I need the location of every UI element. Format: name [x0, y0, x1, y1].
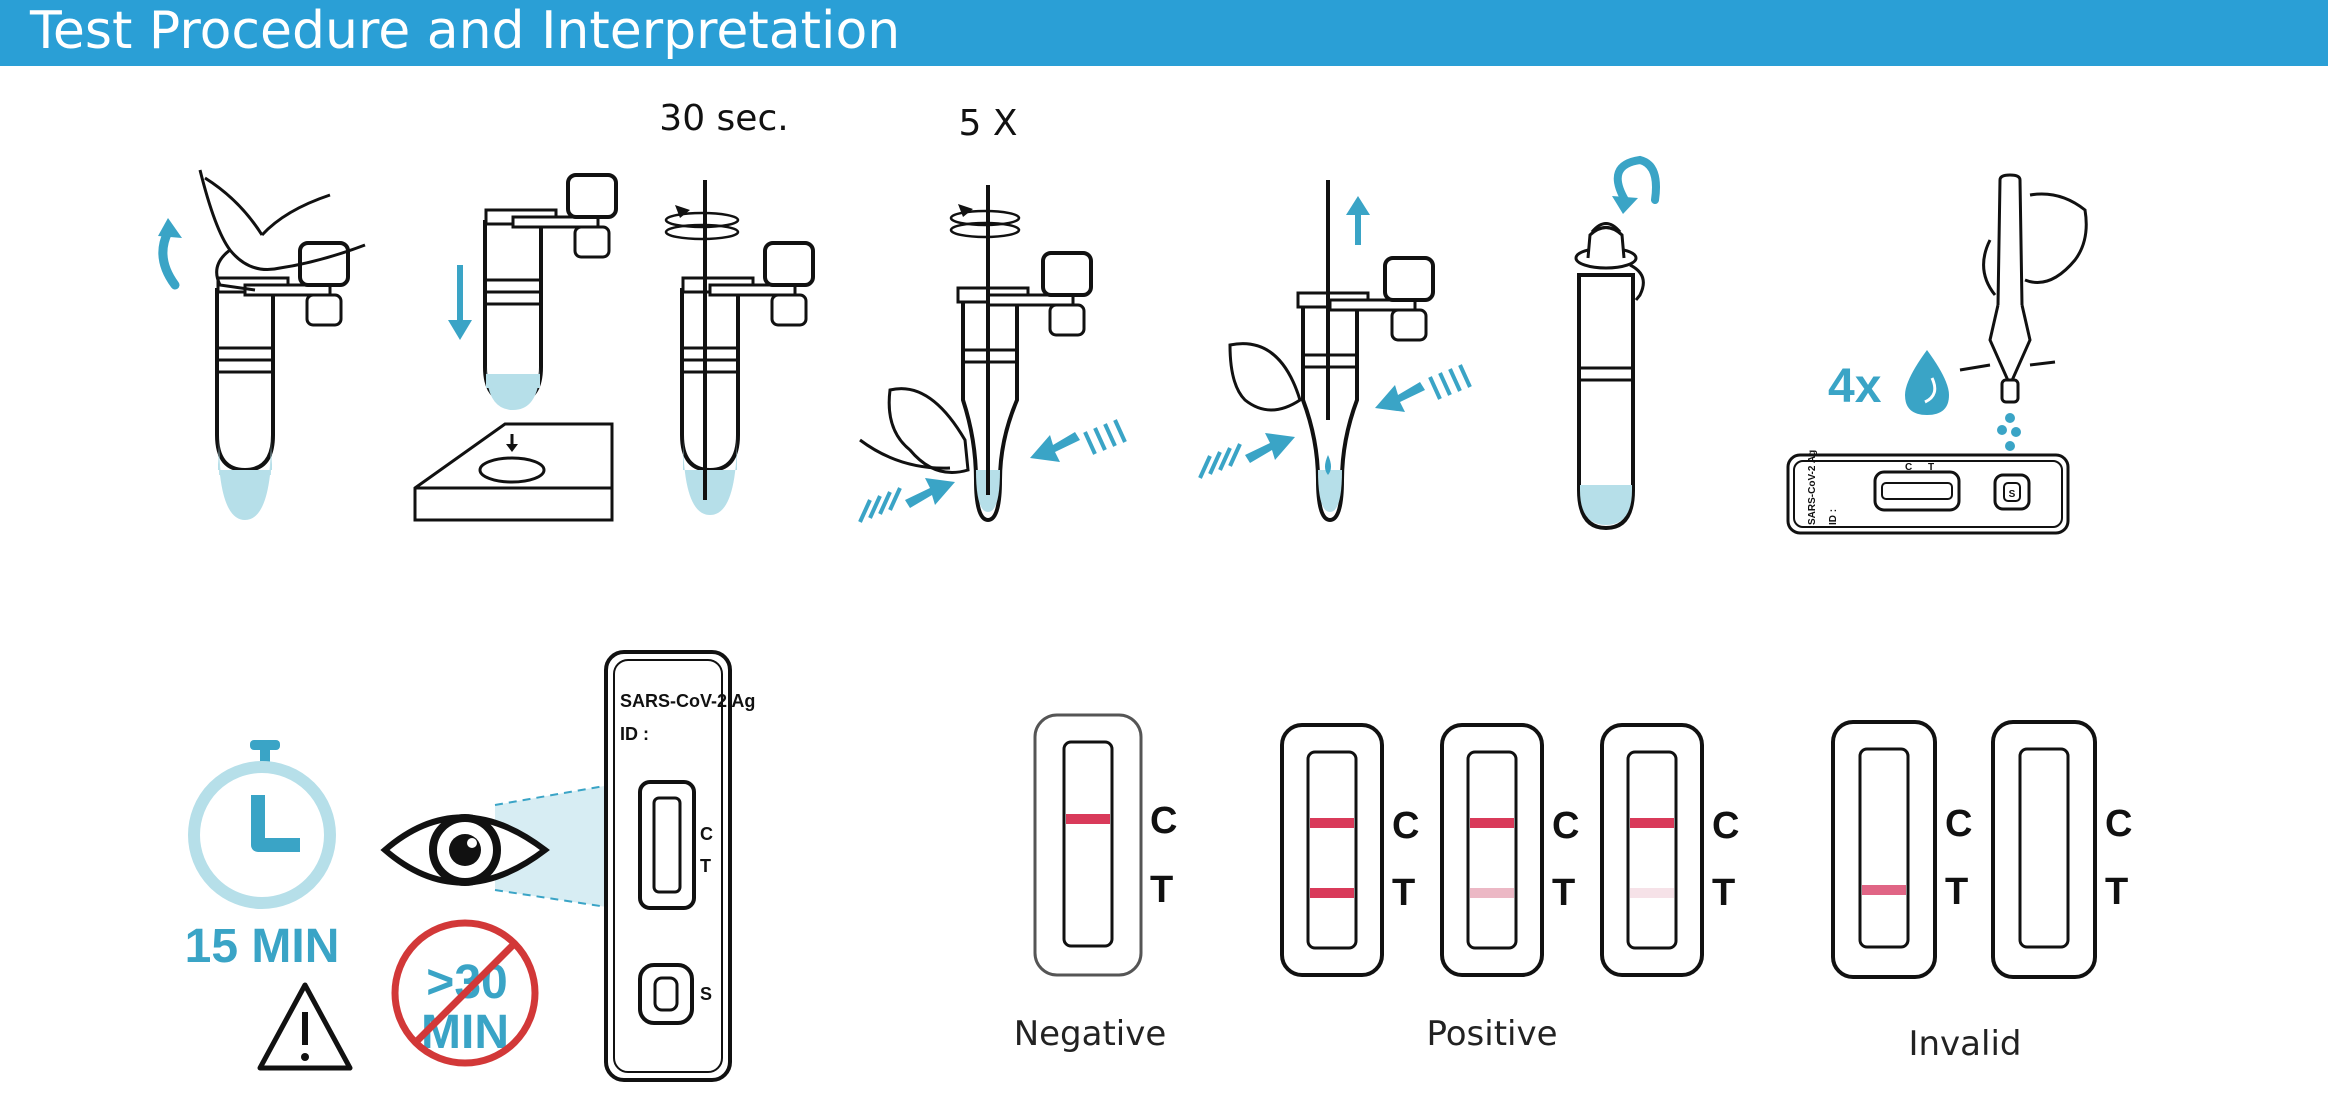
step-open-tube — [158, 169, 366, 520]
max-time-line2: MIN — [421, 1006, 509, 1059]
svg-text:C: C — [1392, 805, 1419, 847]
svg-text:T: T — [1945, 871, 1968, 913]
step-squeeze-tube — [858, 185, 1127, 523]
read-time-label: 15 MIN — [185, 920, 340, 973]
svg-text:T: T — [1150, 869, 1173, 911]
svg-text:C: C — [2105, 803, 2132, 845]
invalid-label: Invalid — [1908, 1024, 2021, 1064]
svg-text:S: S — [2009, 489, 2016, 500]
svg-text:SARS-CoV-2 Ag: SARS-CoV-2 Ag — [1807, 450, 1818, 525]
result-invalid-no-lines: C T — [1991, 720, 2132, 979]
result-positive-weak: C T — [1600, 723, 1739, 977]
step-count-label: 5 X — [958, 103, 1017, 144]
drop-icon — [1905, 350, 1949, 415]
svg-text:C: C — [700, 824, 713, 844]
svg-text:T: T — [2105, 871, 2128, 913]
drops-count-label: 4x — [1828, 360, 1882, 413]
step-remove-swab — [1198, 180, 1472, 523]
rotate-arrow-icon — [158, 227, 180, 290]
cassette-name: SARS-CoV-2 Ag — [620, 691, 755, 711]
step-stir-swab — [664, 180, 815, 515]
rotate-cap-icon — [1613, 155, 1660, 204]
reading-section: SARS-CoV-2 Ag ID : C T S — [380, 650, 755, 1082]
svg-text:T: T — [700, 856, 711, 876]
result-invalid-test-only: C T — [1831, 720, 1972, 979]
svg-text:T: T — [1928, 462, 1934, 473]
svg-text:C: C — [1905, 462, 1912, 473]
timer-section: 15 MIN >30 MIN — [185, 740, 539, 1071]
svg-text:T: T — [1392, 872, 1415, 914]
no-sign-icon — [391, 919, 539, 1067]
svg-text:T: T — [1552, 872, 1575, 914]
header-title: Test Procedure and Interpretation — [29, 1, 900, 61]
svg-text:T: T — [1712, 872, 1735, 914]
step-attach-dropper — [1574, 155, 1660, 531]
svg-text:ID :: ID : — [1828, 509, 1839, 525]
step-place-in-stand — [413, 173, 618, 522]
svg-text:C: C — [1945, 803, 1972, 845]
stopwatch-icon — [250, 740, 280, 750]
step-add-drops: 4x C T S SARS-CoV-2 Ag ID : — [1786, 173, 2088, 535]
result-negative: C T — [1033, 713, 1177, 977]
cassette-id: ID : — [620, 724, 649, 744]
svg-text:C: C — [1150, 800, 1177, 842]
result-positive-strong: C T — [1280, 723, 1419, 977]
negative-label: Negative — [1014, 1014, 1167, 1054]
control-line — [1066, 814, 1110, 824]
header-bar — [0, 0, 2328, 66]
result-positive-medium: C T — [1440, 723, 1579, 977]
svg-text:S: S — [700, 984, 712, 1004]
step-time-label: 30 sec. — [659, 98, 788, 139]
squeeze-arrow-icon — [905, 478, 955, 508]
svg-text:C: C — [1552, 805, 1579, 847]
positive-label: Positive — [1426, 1014, 1557, 1054]
svg-text:C: C — [1712, 805, 1739, 847]
